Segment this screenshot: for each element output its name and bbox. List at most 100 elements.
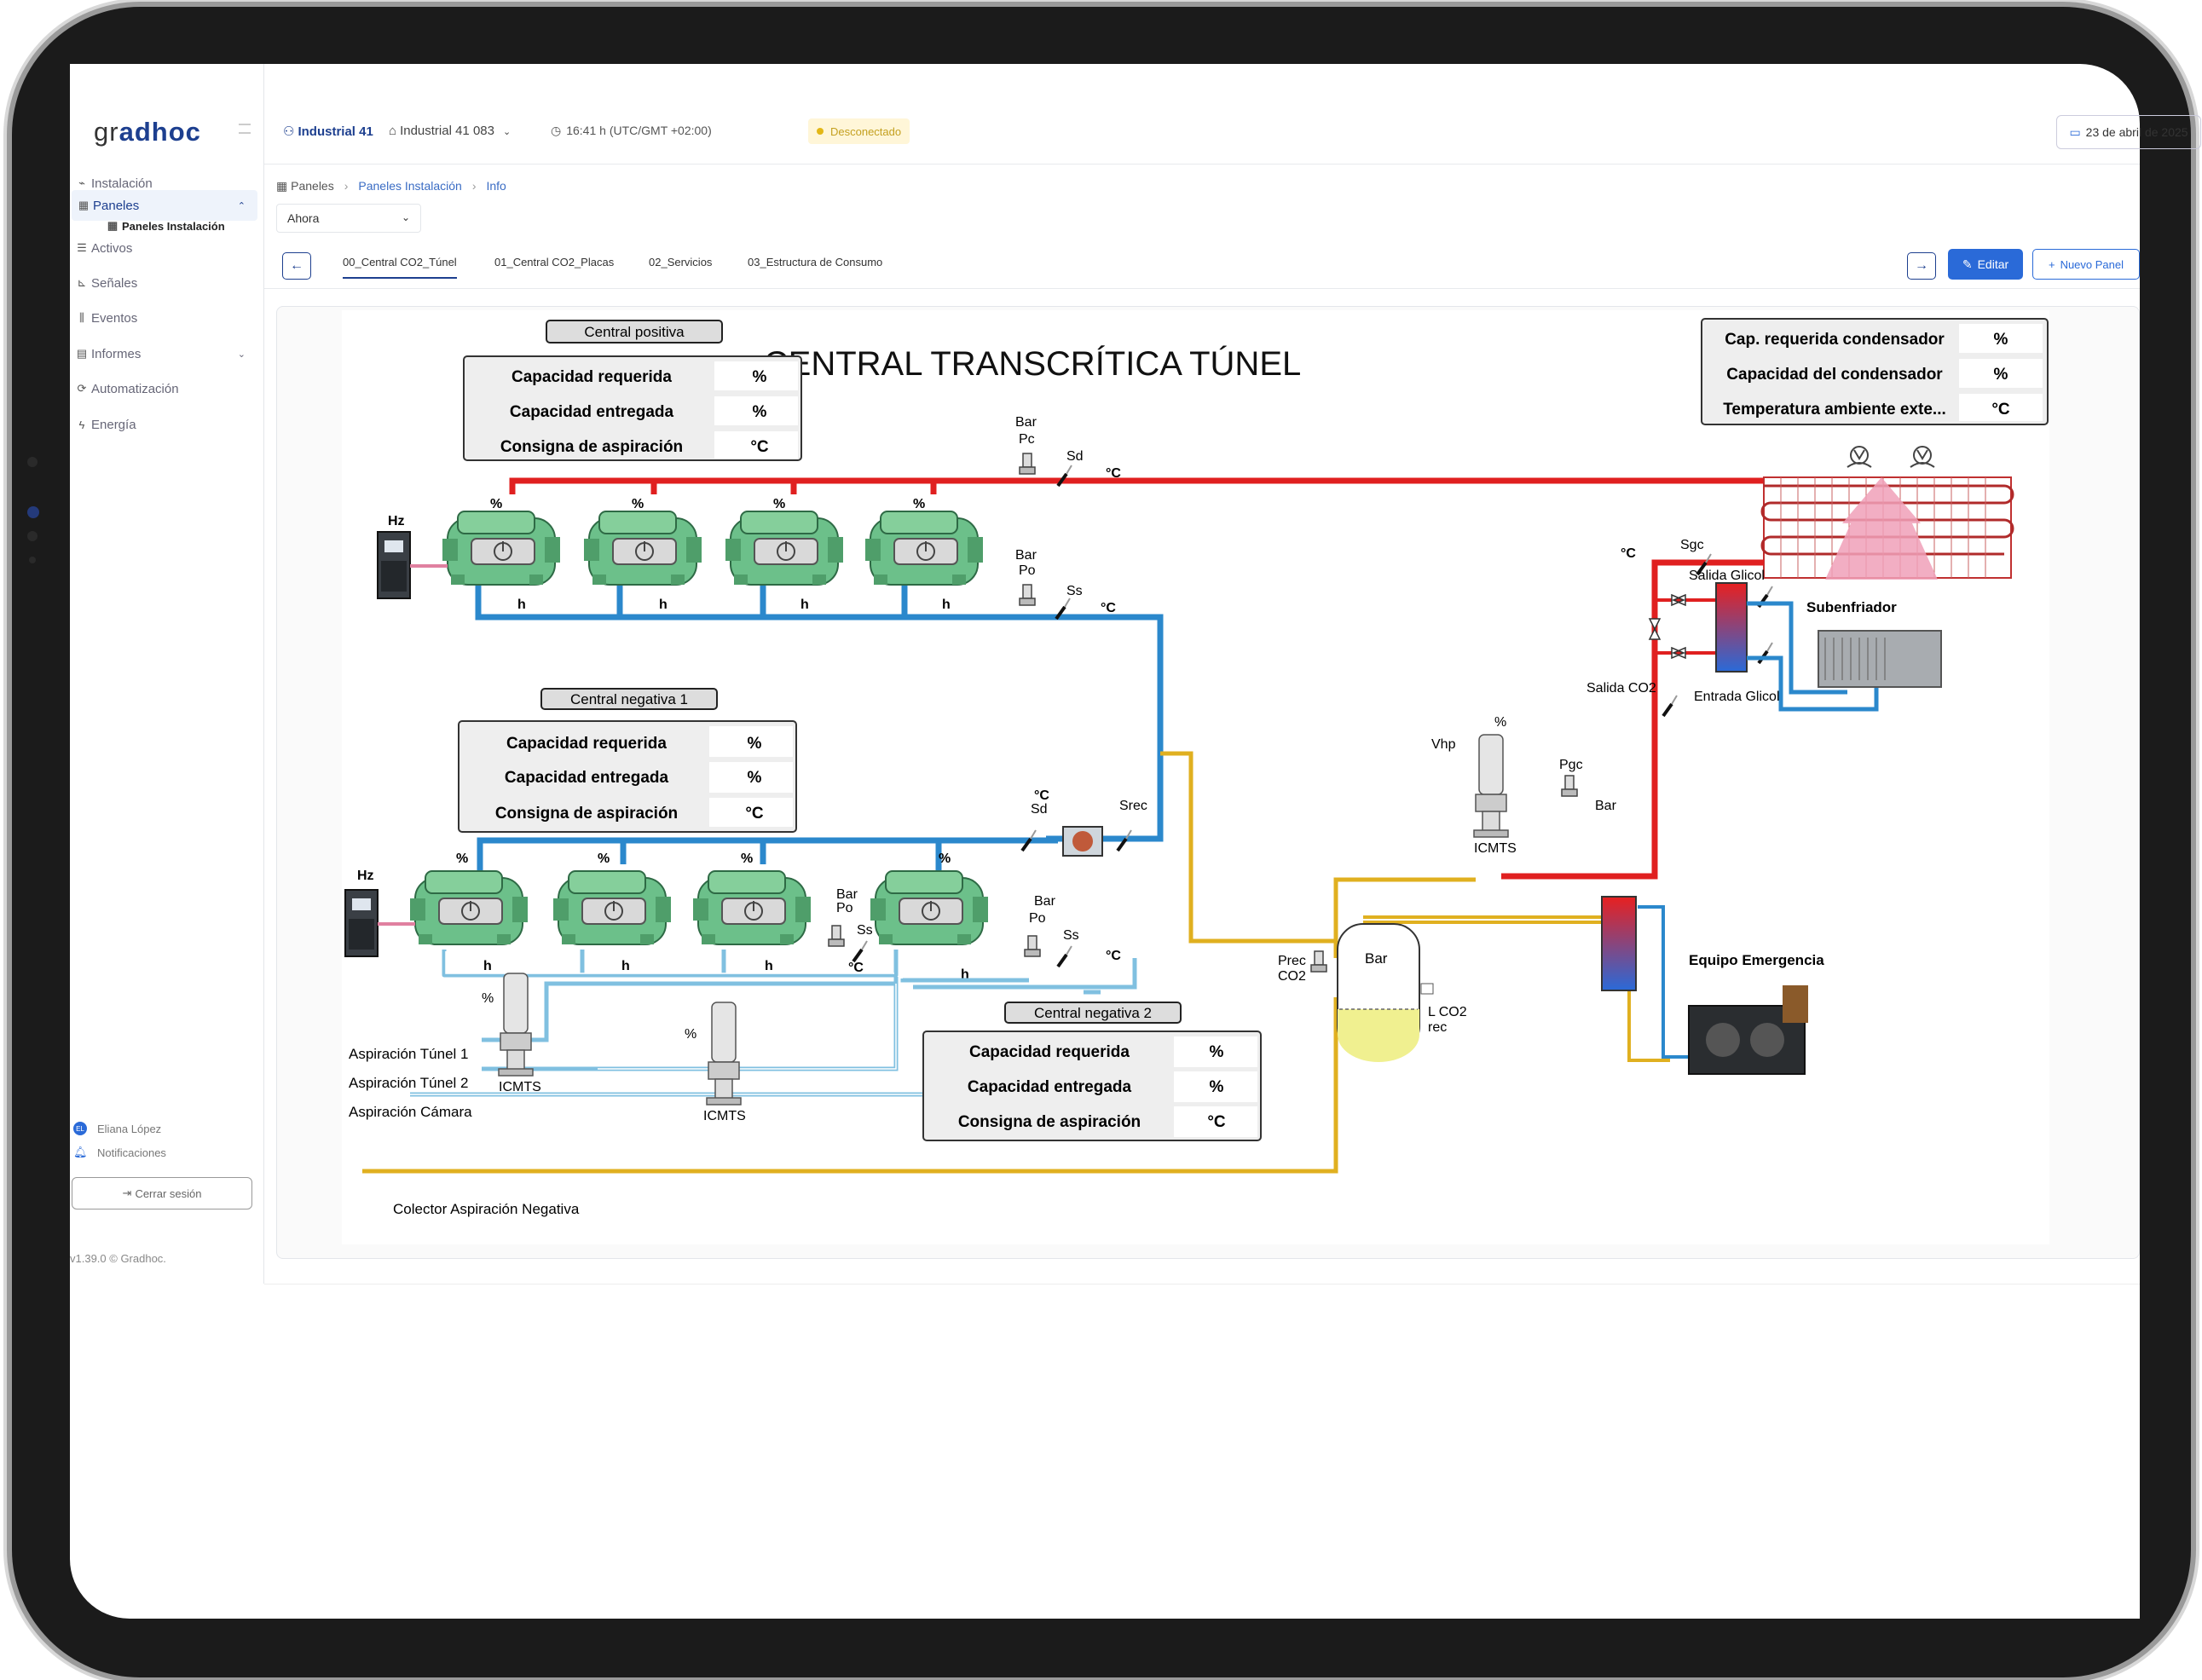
prec-co2-label: CO2	[1278, 969, 1306, 984]
power-button	[266, 0, 324, 5]
po-neg1-label: Po	[836, 901, 853, 915]
calendar-icon: ▭	[2069, 124, 2081, 139]
camera-icon	[27, 506, 39, 518]
gas-cooler	[1760, 476, 2014, 580]
tab-02[interactable]: 02_Servicios	[649, 256, 713, 268]
automation-icon: ⟳	[77, 382, 87, 395]
sd-pos-label: Sd	[1066, 449, 1084, 464]
arrow-right-icon: →	[1915, 258, 1928, 273]
sgc-temp: °C	[1621, 546, 1636, 561]
sidebar-item-instalacion[interactable]: ⌁Instalación	[70, 168, 264, 199]
next-tab-button[interactable]: →	[1907, 252, 1936, 280]
icmts-valve-1[interactable]	[498, 973, 534, 1077]
po-neg2-bar: Bar	[1034, 894, 1056, 909]
sidebar-item-senales[interactable]: ⊾Señales	[70, 268, 264, 298]
status-badge: Desconectado	[808, 118, 910, 144]
pgc-bar: Bar	[1595, 799, 1617, 813]
sidebar-item-automatizacion[interactable]: ⟳Automatización	[70, 373, 264, 404]
compressor-pos-3[interactable]	[725, 511, 844, 586]
compressor-neg-1[interactable]	[409, 870, 529, 945]
ss-neg2-temp: °C	[1106, 949, 1121, 963]
comp-pos-2-pct: %	[632, 497, 644, 511]
cn2-consigna-aspiracion-label: Consigna de aspiración	[958, 1113, 1141, 1131]
cn1-capacidad-requerida-value: %	[748, 735, 762, 753]
tabs-bar	[264, 243, 2140, 289]
cp-capacidad-entregada-label: Capacidad entregada	[510, 403, 674, 421]
ss-pos-label: Ss	[1066, 584, 1083, 598]
tab-03[interactable]: 03_Estructura de Consumo	[748, 256, 883, 268]
cn2-consigna-aspiracion-value: °C	[1207, 1113, 1226, 1131]
cp-capacidad-requerida-value: %	[753, 368, 767, 386]
new-panel-button[interactable]: +Nuevo Panel	[2032, 249, 2140, 280]
icmts-vhp-label: ICMTS	[1474, 841, 1517, 856]
bolt-icon: ϟ	[78, 418, 85, 431]
aspiracion-tunel-2-label: Aspiración Túnel 2	[349, 1075, 469, 1091]
breadcrumb-root[interactable]: Paneles	[291, 179, 334, 193]
comp-pos-2-hours: h	[659, 598, 668, 612]
comp-pos-1-hours: h	[517, 598, 526, 612]
arrow-left-icon: ←	[290, 258, 303, 273]
compressor-neg-2[interactable]	[552, 870, 672, 945]
breadcrumb-level1[interactable]: Paneles Instalación	[358, 179, 462, 193]
date-picker[interactable]: ▭23 de abril de 2025	[2056, 115, 2201, 149]
scada-diagram: CENTRAL TRANSCRÍTICA TÚNEL Central posit…	[342, 310, 2049, 1244]
comp-pos-4-hours: h	[942, 598, 951, 612]
prev-tab-button[interactable]: ←	[282, 252, 311, 280]
compressor-pos-4[interactable]	[864, 511, 984, 586]
emergency-heat-exchanger	[1601, 896, 1637, 991]
ss-neg2-label: Ss	[1063, 928, 1079, 943]
pc-label: Pc	[1019, 432, 1035, 447]
lco2-label: L CO2	[1428, 1005, 1467, 1019]
compressor-neg-3[interactable]	[692, 870, 812, 945]
user-selector[interactable]: ⚇Industrial 41	[283, 124, 373, 139]
grid-icon: ▦	[276, 179, 292, 193]
aspiracion-camara-label: Aspiración Cámara	[349, 1104, 472, 1120]
sidebar-item-activos[interactable]: ☰Activos	[70, 233, 264, 263]
user-icon: ⚇	[283, 124, 295, 139]
cap-req-condensador-label: Cap. requerida condensador	[1725, 331, 1945, 349]
compressor-pos-2[interactable]	[583, 511, 702, 586]
site-selector[interactable]: ⌂Industrial 41 083⌄	[389, 124, 511, 138]
glycol-heat-exchanger	[1715, 582, 1748, 673]
breadcrumb: ▦ Paneles›Paneles Instalación›Info	[276, 179, 506, 193]
breadcrumb-level2[interactable]: Info	[486, 179, 506, 193]
period-select[interactable]: Ahora⌄	[276, 204, 421, 233]
cn2-capacidad-entregada-label: Capacidad entregada	[968, 1078, 1132, 1096]
sidebar-item-eventos[interactable]: ⫼Eventos	[70, 303, 264, 333]
plus-icon: +	[2048, 257, 2055, 271]
sidebar-item-paneles-instalacion[interactable]: ▦Paneles Instalación	[107, 219, 225, 233]
entrada-glicol-label: Entrada Glicol	[1694, 690, 1780, 704]
comp-neg-1-pct: %	[456, 852, 468, 866]
tab-01[interactable]: 01_Central CO2_Placas	[494, 256, 615, 268]
subcooler-unit	[1818, 630, 1942, 688]
comp-neg-2-pct: %	[598, 852, 610, 866]
vhp-valve[interactable]	[1473, 734, 1509, 838]
compressor-pos-1[interactable]	[442, 511, 561, 586]
cn1-capacidad-entregada-label: Capacidad entregada	[505, 769, 669, 787]
emergency-unit	[1688, 985, 1808, 1075]
icmts-valve-2[interactable]	[706, 1002, 742, 1106]
po-label: Po	[1019, 563, 1036, 578]
sd-pos-temp: °C	[1106, 466, 1121, 481]
menu-icon[interactable]	[239, 124, 251, 134]
comp-neg-2-hours: h	[621, 959, 630, 973]
sidebar-item-informes[interactable]: ▤Informes⌄	[76, 346, 246, 361]
tab-00[interactable]: 00_Central CO2_Túnel	[343, 256, 457, 279]
sd-neg-label: Sd	[1031, 802, 1048, 817]
activity-icon: ⌁	[78, 176, 85, 189]
logout-icon: ⇥	[122, 1186, 132, 1199]
cn1-consigna-aspiracion-label: Consigna de aspiración	[495, 805, 678, 823]
bell-icon: 🔔︎	[73, 1146, 88, 1158]
sidebar-item-paneles[interactable]: ▦Paneles⌃	[72, 190, 257, 221]
salida-glicol-label: Salida Glicol	[1689, 569, 1765, 583]
cn1-capacidad-entregada-value: %	[748, 769, 762, 787]
po-neg2-label: Po	[1029, 911, 1046, 926]
notifications-link[interactable]: 🔔︎Notificaciones	[73, 1146, 166, 1159]
cn2-capacidad-requerida-label: Capacidad requerida	[969, 1043, 1130, 1061]
ss-neg1-temp: °C	[848, 961, 864, 975]
logout-button[interactable]: ⇥Cerrar sesión	[72, 1177, 252, 1209]
edit-button[interactable]: ✎Editar	[1948, 249, 2023, 280]
compressor-neg-4[interactable]	[870, 870, 989, 945]
